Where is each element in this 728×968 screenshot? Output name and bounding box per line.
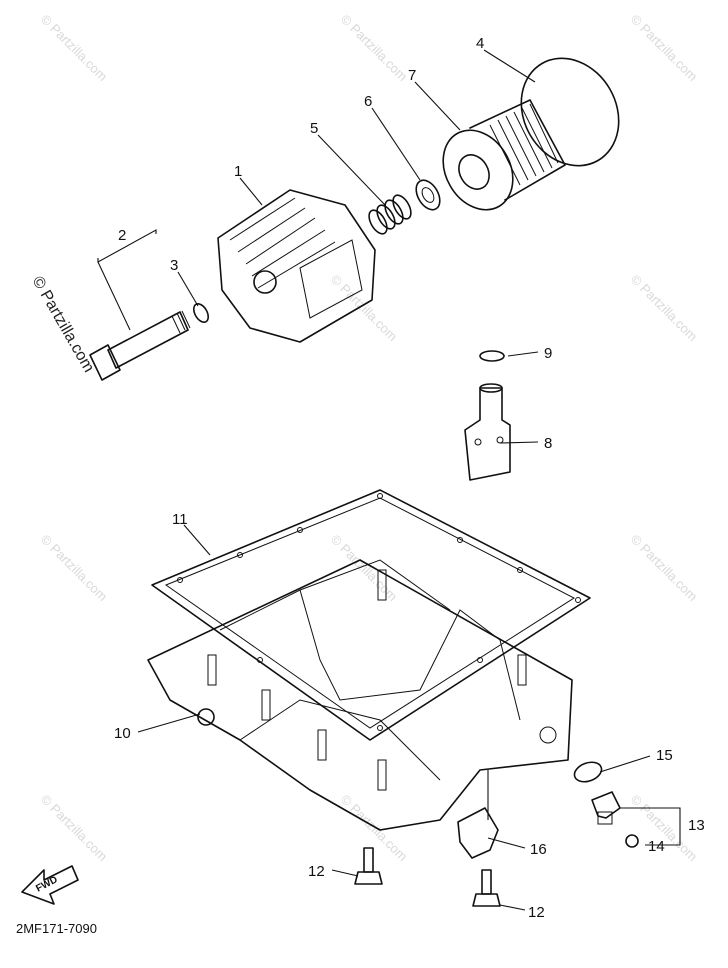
bolt-right — [472, 869, 501, 907]
callout-10: 10 — [114, 725, 131, 742]
callout-13: 13 — [688, 817, 705, 834]
diagram-code: 2MF171-7090 — [16, 921, 97, 936]
callout-8: 8 — [544, 435, 552, 452]
callout-2: 2 — [118, 227, 126, 244]
callout-16: 16 — [530, 841, 547, 858]
callout-12-right: 12 — [528, 904, 545, 921]
watermark: © Partzilla.com — [38, 12, 111, 85]
screw — [625, 834, 639, 848]
drain-plug — [591, 791, 621, 825]
washer — [415, 179, 441, 211]
union-bolt — [89, 310, 191, 381]
spring — [368, 194, 412, 235]
oil-filter-cover — [217, 189, 376, 343]
leader-lines — [97, 49, 681, 911]
watermark: © Partzilla.com — [628, 272, 701, 345]
callout-6: 6 — [364, 93, 372, 110]
callout-9: 9 — [544, 345, 552, 362]
watermark: © Partzilla.com — [38, 532, 111, 605]
watermarks: © Partzilla.com © Partzilla.com © Partzi… — [38, 12, 701, 865]
watermark: © Partzilla.com — [328, 532, 401, 605]
o-ring-pipe — [479, 350, 505, 362]
o-ring-small — [192, 303, 210, 323]
callout-12-left: 12 — [308, 863, 325, 880]
oil-pan — [147, 559, 573, 831]
watermark: © Partzilla.com — [628, 532, 701, 605]
watermark: © Partzilla.com — [338, 12, 411, 85]
callout-3: 3 — [170, 257, 178, 274]
callout-5: 5 — [310, 120, 318, 137]
o-ring-large — [520, 57, 620, 167]
fwd-arrow-icon: FWD — [21, 865, 79, 905]
drain-washer — [573, 761, 603, 783]
callout-1: 1 — [234, 163, 242, 180]
bracket — [457, 807, 499, 859]
callouts: 4 7 6 5 1 2 3 9 8 11 10 15 13 14 16 12 1… — [114, 35, 705, 921]
callout-4: 4 — [476, 35, 484, 52]
callout-7: 7 — [408, 67, 416, 84]
bolt-left — [354, 847, 383, 885]
watermark: © Partzilla.com — [628, 12, 701, 85]
oil-filter-element — [442, 99, 566, 211]
oil-pan-gasket — [151, 489, 591, 741]
callout-14: 14 — [648, 838, 665, 855]
watermark: © Partzilla.com — [338, 792, 411, 865]
oil-strainer — [464, 383, 511, 481]
callout-11: 11 — [172, 511, 188, 528]
watermark: © Partzilla.com — [38, 792, 111, 865]
side-watermark: © Partzilla.com — [29, 274, 98, 376]
watermark: © Partzilla.com — [328, 272, 401, 345]
callout-15: 15 — [656, 747, 673, 764]
